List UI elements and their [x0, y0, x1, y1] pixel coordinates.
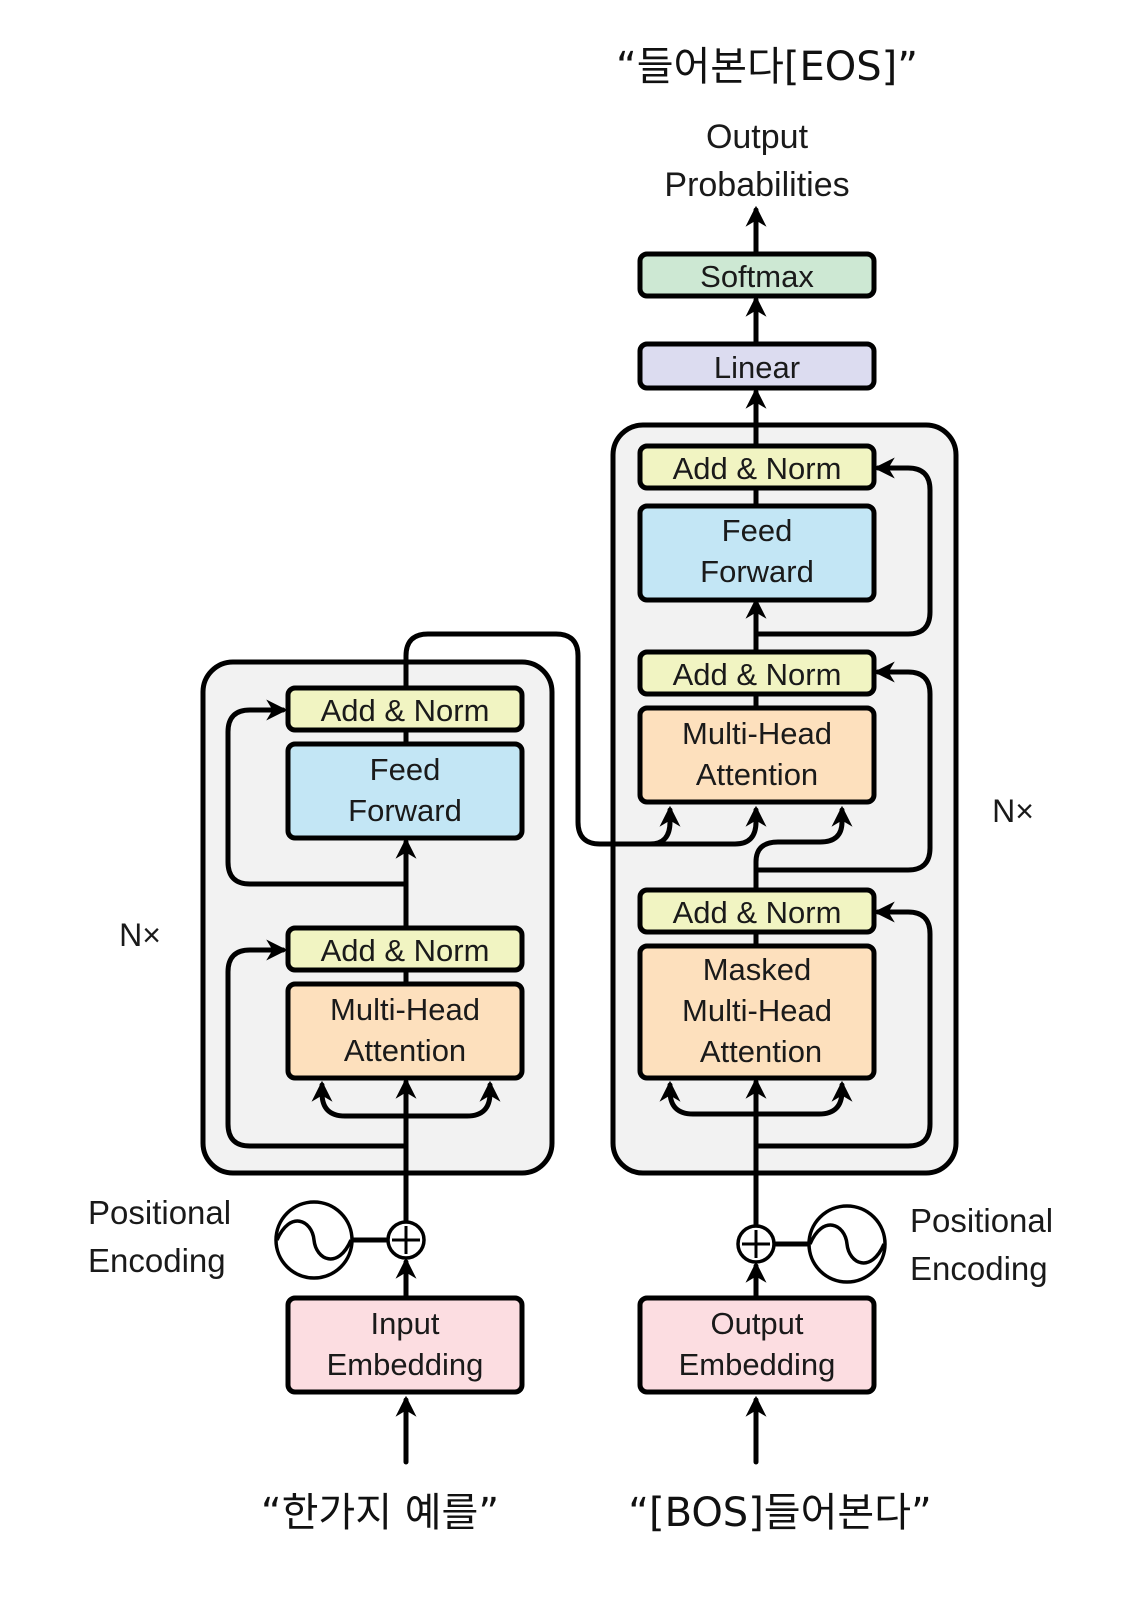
decoder-add-norm-top: [637, 443, 877, 491]
encoder-multi-head-attention: [285, 981, 525, 1081]
input-embedding-label-1: Input: [371, 1306, 440, 1341]
encoder-feed-forward-label-1: Feed: [370, 752, 441, 787]
decoder-feed-forward-label-1: Feed: [722, 513, 793, 548]
encoder-repeat-label: N×: [119, 917, 161, 953]
encoder-attention-label-1: Multi-Head: [330, 992, 480, 1027]
encoder-feed-forward-label-2: Forward: [348, 793, 462, 828]
sine-wave-curve: [275, 1219, 353, 1261]
encoder-output-to-cross-attention-v: [637, 805, 767, 847]
decoder-positional-encoding: [736, 1204, 887, 1284]
linear-label: Linear: [714, 350, 800, 385]
encoder-positional-encoding: [274, 1200, 426, 1280]
dec-masked-fork-left: [659, 1080, 759, 1117]
enc-residual-1: [225, 939, 409, 1149]
dec-residual-1: [753, 901, 933, 1149]
output-embedding: [637, 1295, 877, 1395]
decoder-add-norm-middle: [637, 649, 877, 697]
decoder-add-norm-top-label: Add & Norm: [673, 451, 842, 486]
enc-attn-fork-right: [403, 1080, 501, 1119]
decoder-cross-attention-label-1: Multi-Head: [682, 716, 832, 751]
decoder-positional-label-1: Positional: [910, 1202, 1053, 1239]
input-embedding-label-2: Embedding: [327, 1347, 484, 1382]
decoder-feed-forward-label-2: Forward: [700, 554, 814, 589]
encoder-stack: [200, 659, 555, 1176]
enc-residual-2: [225, 699, 409, 887]
softmax-layer: [637, 251, 877, 299]
input-embedding: [285, 1295, 525, 1395]
output-embedding-label-2: Embedding: [679, 1347, 836, 1382]
encoder-positional-label-2: Encoding: [88, 1242, 226, 1279]
encoder-add-norm-top: [285, 685, 525, 733]
decoder-input-tokens: “[BOS]들어본다”: [628, 1490, 931, 1536]
decoder-masked-attention-label-2: Multi-Head: [682, 993, 832, 1028]
decoder-positional-label-2: Encoding: [910, 1250, 1048, 1287]
decoder-cross-attention-label-2: Attention: [696, 757, 818, 792]
decoder-add-norm-bottom-label: Add & Norm: [673, 895, 842, 930]
dec-residual-2: [753, 661, 933, 873]
softmax-label: Softmax: [700, 259, 814, 294]
decoder-connections: [659, 205, 933, 1465]
decoder-cross-attention: [637, 705, 877, 805]
dec-residual-3: [753, 457, 933, 637]
encoder-feed-forward: [285, 741, 525, 841]
enc-attn-fork-left: [311, 1080, 409, 1119]
dec-query-to-cross-attention: [753, 805, 853, 893]
output-probabilities-label-2: Probabilities: [664, 166, 849, 204]
sine-wave-curve: [808, 1223, 886, 1265]
output-probabilities-label-1: Output: [706, 118, 809, 156]
encoder-add-norm-bottom: [285, 925, 525, 973]
decoder-masked-attention: [637, 943, 877, 1081]
predicted-tokens: “들어본다[EOS]”: [616, 44, 918, 90]
encoder-attention-label-2: Attention: [344, 1033, 466, 1068]
output-embedding-label-1: Output: [710, 1306, 803, 1341]
linear-layer: [637, 341, 877, 391]
decoder-masked-attention-label-1: Masked: [703, 952, 812, 987]
decoder-feed-forward: [637, 503, 877, 603]
encoder-positional-label-1: Positional: [88, 1194, 231, 1231]
encoder-add-norm-bottom-label: Add & Norm: [321, 933, 490, 968]
dec-masked-fork-right: [753, 1080, 853, 1117]
decoder-masked-attention-label-3: Attention: [700, 1034, 822, 1069]
decoder-add-norm-bottom: [637, 887, 877, 935]
decoder-repeat-label: N×: [992, 793, 1034, 829]
encoder-input-tokens: “한가지 예를”: [261, 1490, 499, 1536]
encoder-add-norm-top-label: Add & Norm: [321, 693, 490, 728]
decoder-add-norm-middle-label: Add & Norm: [673, 657, 842, 692]
